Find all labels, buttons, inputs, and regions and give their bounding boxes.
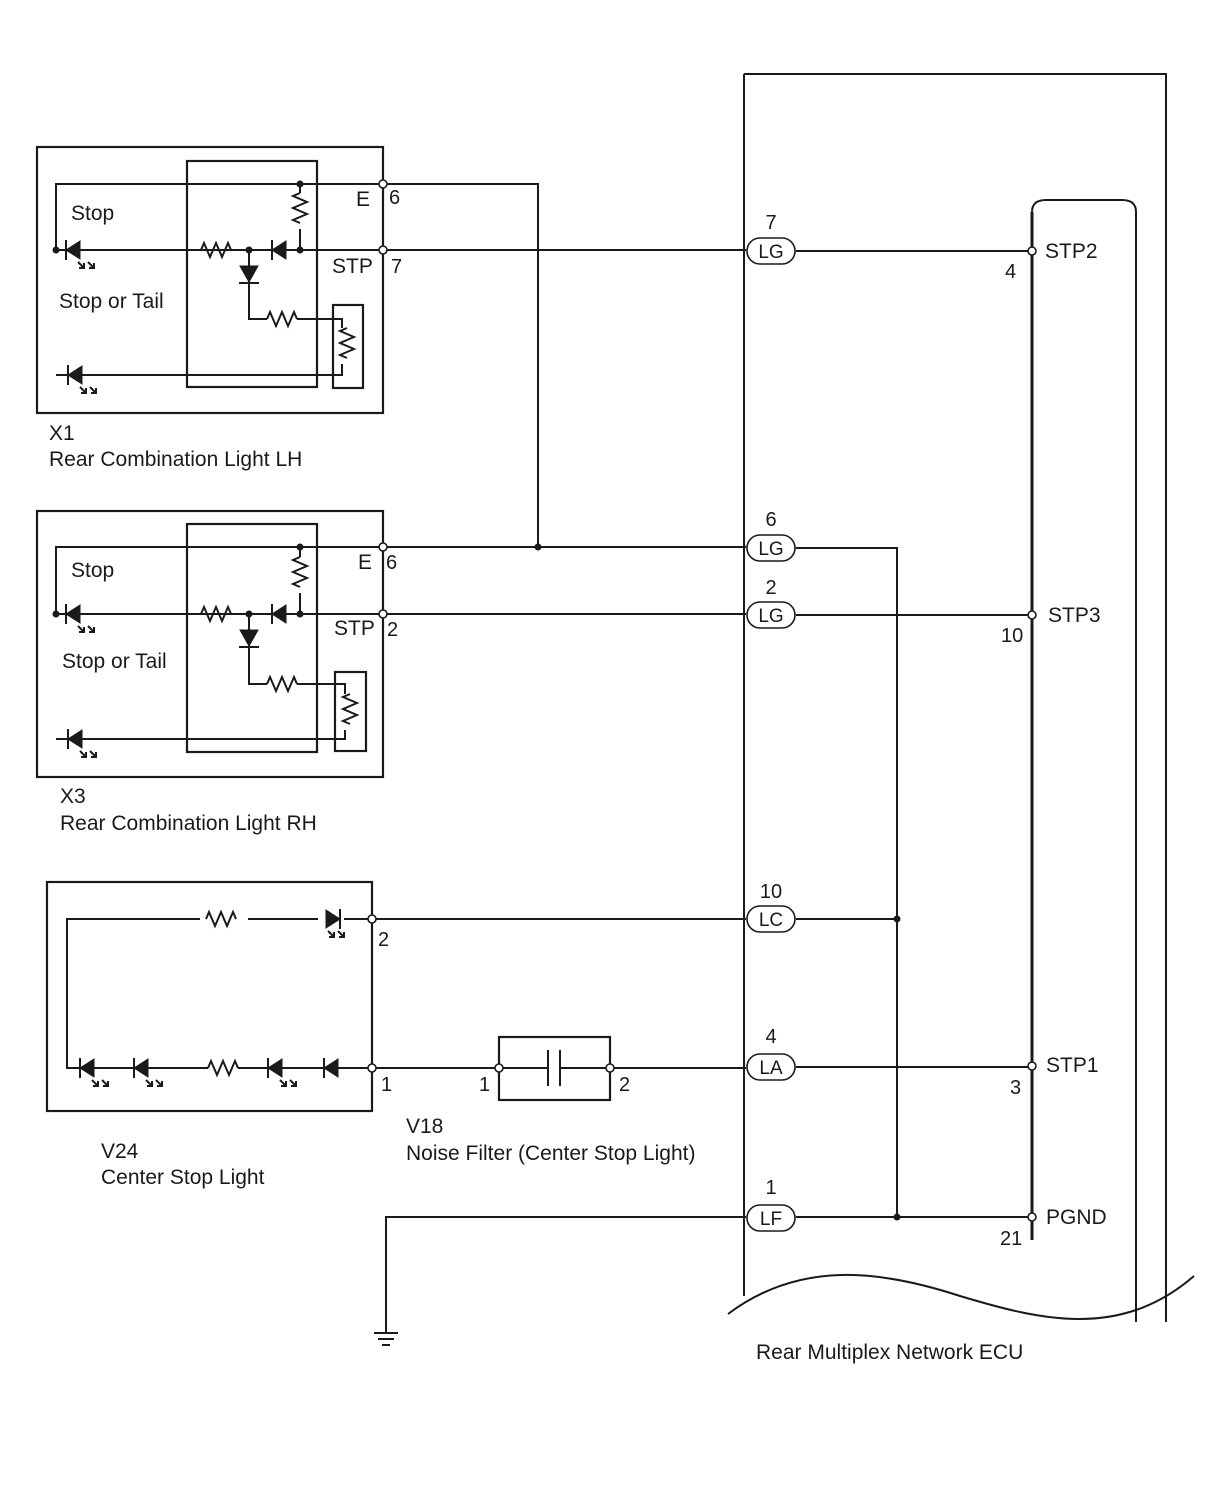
center-stop-light — [45, 880, 377, 1113]
stp3-terminal — [1027, 610, 1037, 620]
wires — [372, 183, 1028, 1333]
svg-text:LG: LG — [758, 242, 783, 263]
stp1-label: STP1 — [1046, 1054, 1099, 1077]
ecu-body — [727, 73, 1195, 1322]
v24-pin-2: 2 — [378, 929, 389, 951]
x1-stp-label: STP — [332, 255, 373, 278]
svg-text:LG: LG — [758, 539, 783, 560]
x1-e-label: E — [356, 188, 370, 211]
wire-junction-pgnd — [893, 1213, 901, 1221]
v18-pin-2: 2 — [619, 1074, 630, 1096]
svg-text:6: 6 — [765, 509, 776, 531]
connector-2: LG 2 — [746, 577, 796, 629]
x3-e-pin: 6 — [386, 552, 397, 574]
v24-code: V24 — [101, 1140, 139, 1163]
ground-symbol — [374, 1332, 398, 1346]
v18-pin-1: 1 — [479, 1074, 490, 1096]
svg-text:LF: LF — [760, 1209, 782, 1230]
rear-combination-light-lh — [35, 145, 388, 415]
svg-text:10: 10 — [760, 881, 782, 903]
wire-junction-lc — [893, 915, 901, 923]
x1-code: X1 — [49, 422, 75, 445]
x3-code: X3 — [60, 785, 86, 808]
x1-stop-or-tail-label: Stop or Tail — [59, 290, 164, 313]
stp2-label: STP2 — [1045, 240, 1098, 263]
v18-name: Noise Filter (Center Stop Light) — [406, 1142, 695, 1165]
svg-text:LC: LC — [759, 910, 783, 931]
stp2-pin: 4 — [1005, 261, 1016, 283]
v24-name: Center Stop Light — [101, 1166, 265, 1189]
svg-text:2: 2 — [765, 577, 776, 599]
svg-text:LA: LA — [759, 1058, 783, 1079]
pgnd-terminal — [1027, 1212, 1037, 1222]
x3-e-label: E — [358, 551, 372, 574]
svg-text:4: 4 — [765, 1026, 776, 1048]
pgnd-pin: 21 — [1000, 1228, 1022, 1250]
x1-stp-pin: 7 — [391, 256, 402, 278]
svg-text:1: 1 — [765, 1177, 776, 1199]
v18-code: V18 — [406, 1115, 443, 1138]
wire-junction-e — [534, 543, 542, 551]
x3-stp-label: STP — [334, 617, 375, 640]
svg-text:LG: LG — [758, 606, 783, 627]
connector-7: LG 7 — [746, 212, 796, 265]
noise-filter — [494, 1035, 615, 1102]
x3-stop-or-tail-label: Stop or Tail — [62, 650, 167, 673]
stp2-terminal — [1027, 246, 1037, 256]
connector-10: LC 10 — [746, 881, 796, 933]
connector-1: LF 1 — [746, 1177, 796, 1232]
connector-4: LA 4 — [746, 1026, 796, 1081]
x1-name: Rear Combination Light LH — [49, 448, 302, 471]
x1-e-pin: 6 — [389, 187, 400, 209]
stp3-pin: 10 — [1001, 625, 1023, 647]
stp3-label: STP3 — [1048, 604, 1101, 627]
x3-stp-pin: 2 — [387, 619, 398, 641]
svg-text:7: 7 — [765, 212, 776, 234]
x3-stop-label: Stop — [71, 559, 114, 582]
x3-name: Rear Combination Light RH — [60, 812, 317, 835]
x1-stop-label: Stop — [71, 202, 114, 225]
v24-pin-1: 1 — [381, 1074, 392, 1096]
stp1-pin: 3 — [1010, 1077, 1021, 1099]
ecu-name: Rear Multiplex Network ECU — [756, 1341, 1023, 1364]
rear-combination-light-rh — [35, 509, 388, 779]
pgnd-label: PGND — [1046, 1206, 1107, 1229]
stp1-terminal — [1027, 1061, 1037, 1071]
connector-6: LG 6 — [746, 509, 796, 562]
